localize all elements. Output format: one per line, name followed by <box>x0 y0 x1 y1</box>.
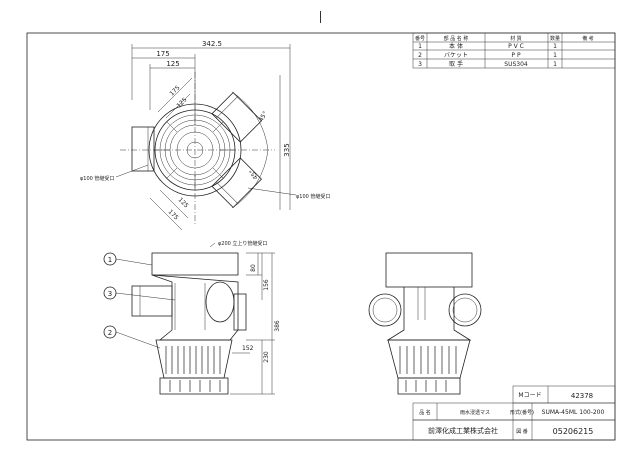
angle-45-upper: 45° <box>258 110 269 123</box>
mcode-label: Mコード <box>518 392 541 399</box>
model-value: SUMA-45ML 100-200 <box>542 409 605 416</box>
top-port-label: φ200 立上り管継受口 <box>218 240 267 247</box>
plan-view: 342.5 175 125 175 125 335 45° 45° 125 17… <box>80 40 330 231</box>
drawing-number: 05206215 <box>553 427 594 436</box>
row3-no: 3 <box>418 61 422 68</box>
balloon-1: 1 <box>108 256 112 264</box>
row3-material: SUS304 <box>504 61 528 68</box>
row1-material: P V C <box>508 43 524 50</box>
angle-45-lower: 45° <box>248 168 259 181</box>
name-value: 雨水浸透マス <box>460 409 490 416</box>
parts-table: 番号 部 品 名 称 材 質 数量 備 考 1 本 体 P V C 1 2 バケ… <box>412 32 616 69</box>
header-name: 部 品 名 称 <box>444 35 469 42</box>
header-qty: 数量 <box>550 35 560 42</box>
dim-80: 80 <box>250 264 257 272</box>
company-name: 前澤化成工業株式会社 <box>428 426 498 435</box>
sheet-border <box>26 32 616 441</box>
row3-name: 取 手 <box>449 60 463 68</box>
dim-175-low: 175 <box>167 208 180 221</box>
balloon-3: 3 <box>108 290 112 298</box>
left-port-label: φ100 管継受口 <box>80 175 114 182</box>
balloon-2: 2 <box>108 329 112 337</box>
header-note: 備 考 <box>582 35 594 42</box>
header-no: 番号 <box>415 35 425 42</box>
right-port-label: φ100 管継受口 <box>296 193 330 200</box>
row2-material: P P <box>511 52 521 59</box>
drawing-label: 図 番 <box>516 428 528 435</box>
dim-152: 152 <box>242 345 254 352</box>
dim-386: 386 <box>274 320 281 332</box>
dim-335: 335 <box>283 143 291 156</box>
row1-qty: 1 <box>553 43 557 50</box>
dim-230: 230 <box>263 351 270 363</box>
title-block: Mコード 42378 品 名 雨水浸透マス 形式(番号) SUMA-45ML 1… <box>412 385 616 441</box>
row2-name: バケット <box>444 52 468 59</box>
row1-no: 1 <box>418 43 422 50</box>
row3-qty: 1 <box>553 61 557 68</box>
front-view: φ200 立上り管継受口 <box>103 240 281 395</box>
row1-name: 本 体 <box>449 42 463 50</box>
row2-qty: 1 <box>553 52 557 59</box>
dim-175-top: 175 <box>156 50 169 58</box>
row2-no: 2 <box>418 52 422 59</box>
mcode-value: 42378 <box>571 392 593 400</box>
dim-156: 156 <box>263 279 270 291</box>
dim-175-diag: 175 <box>168 84 181 97</box>
name-label: 品 名 <box>419 409 431 416</box>
dim-125-low: 125 <box>177 196 190 209</box>
side-view <box>368 252 482 395</box>
center-mark <box>320 11 321 23</box>
dim-125-top: 125 <box>166 60 179 68</box>
header-material: 材 質 <box>510 35 522 42</box>
model-label: 形式(番号) <box>510 409 534 416</box>
dim-overall: 342.5 <box>202 40 222 48</box>
